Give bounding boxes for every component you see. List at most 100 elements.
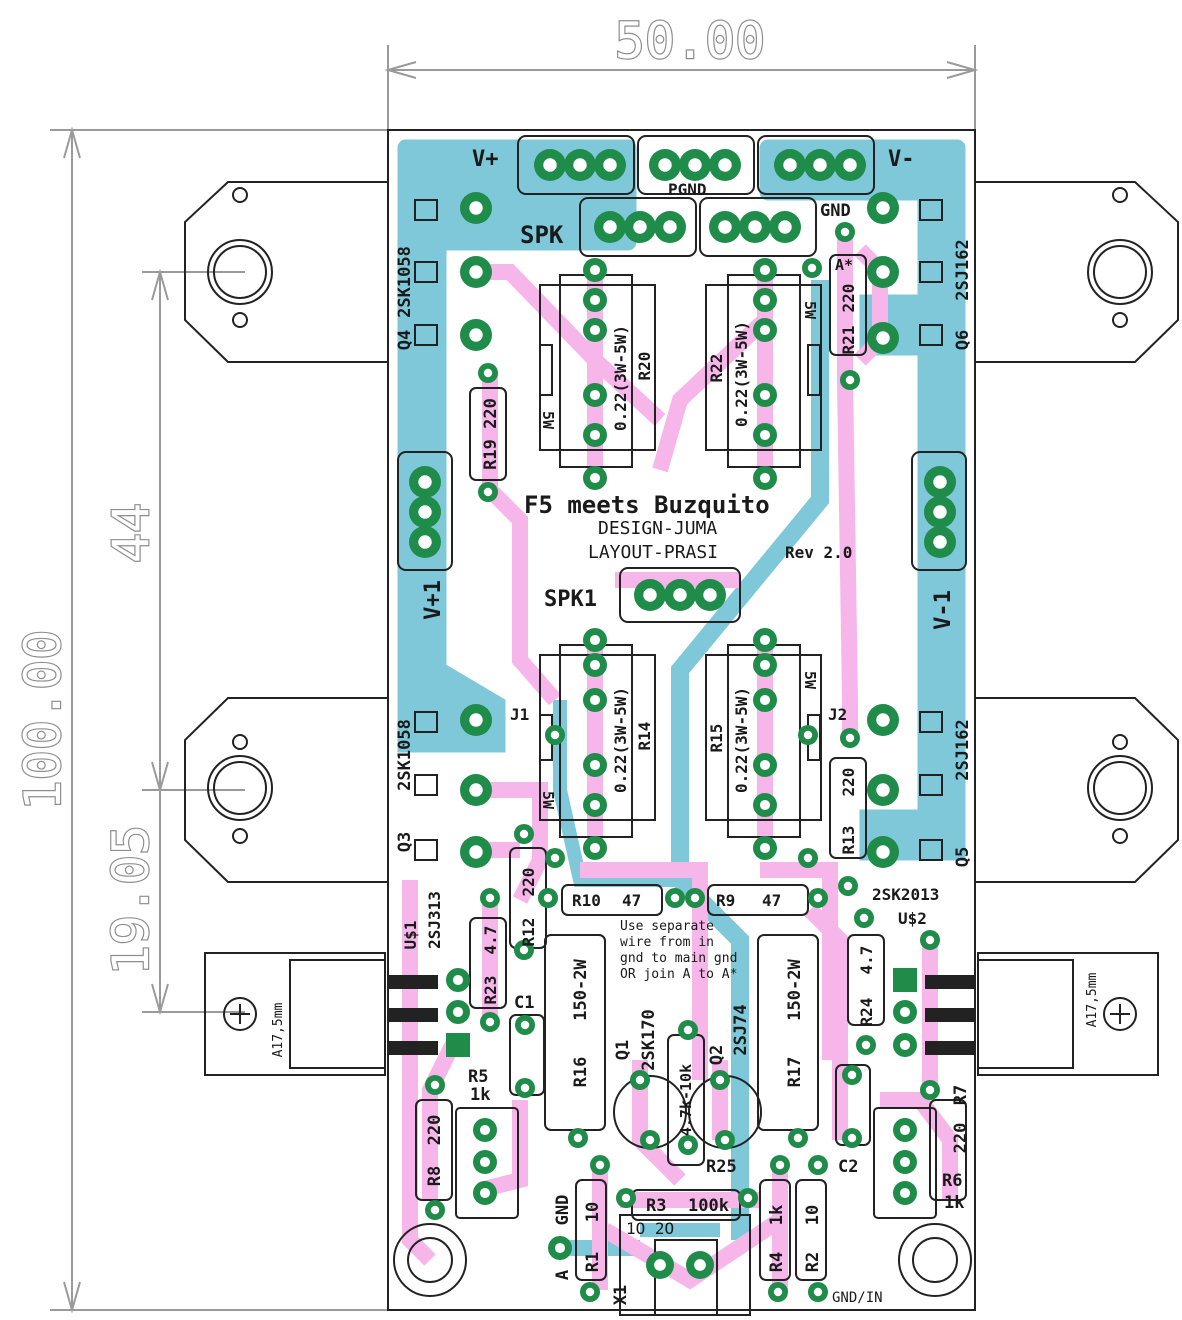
- vplus1-label: V+1: [421, 580, 446, 620]
- pad-drill-hole: [469, 783, 483, 797]
- pad-drill-hole: [621, 1193, 631, 1203]
- pad-drill-hole: [479, 1156, 491, 1168]
- pad-drill-hole: [759, 659, 771, 671]
- pad-drill-hole: [759, 324, 771, 336]
- j2-label: J2: [828, 705, 847, 724]
- r20-value-label: 0.22(3W-5W): [611, 325, 630, 431]
- pad-drill-hole: [418, 505, 432, 519]
- pad-drill-hole: [778, 220, 792, 234]
- r10-value-label: 47: [622, 891, 641, 910]
- pad-drill-hole: [589, 634, 601, 646]
- pad-drill-hole: [813, 158, 827, 172]
- pad-drill-hole: [748, 220, 762, 234]
- pad-drill-hole: [589, 294, 601, 306]
- pad-drill-hole: [783, 158, 797, 172]
- r16-value-label: 150-2W: [571, 959, 591, 1021]
- q4-type-label: 2SK1058: [395, 246, 415, 318]
- r5-label: R5: [468, 1067, 488, 1087]
- r3-value-label: 100k: [688, 1196, 729, 1216]
- r19-label: R19 220: [481, 398, 501, 470]
- q2-type-label: 2SJ74: [731, 1004, 751, 1055]
- pad-drill-hole: [803, 730, 813, 740]
- r24-value-label: 4.7: [857, 946, 876, 975]
- pad-drill-hole: [759, 389, 771, 401]
- spk1-label: SPK1: [544, 587, 597, 612]
- r8-value-label: 220: [425, 1115, 445, 1146]
- pad-drill-hole: [899, 1006, 911, 1018]
- q1-label: Q1: [613, 1040, 633, 1060]
- pad-drill-hole: [843, 158, 857, 172]
- pad-drill-hole: [589, 694, 601, 706]
- pad-drill-hole: [876, 331, 890, 345]
- pad-drill-hole: [589, 324, 601, 336]
- r1-value-label: 10: [583, 1202, 603, 1222]
- heatsink-outline-u2: [977, 952, 1159, 1076]
- mosfet-outline-q5: [944, 697, 1179, 883]
- r14-value-label: 0.22(3W-5W): [611, 687, 630, 793]
- pad-drill-hole: [899, 1124, 911, 1136]
- r2-value-label: 10: [803, 1205, 823, 1225]
- pad-drill-hole: [430, 1205, 440, 1215]
- gnd-in-label: GND/IN: [832, 1290, 883, 1306]
- r12-value-label: 220: [519, 868, 538, 897]
- r20-label: R20: [635, 352, 654, 381]
- pad-drill-hole: [759, 799, 771, 811]
- r6-label: R6: [942, 1171, 962, 1191]
- q3-label: Q3: [395, 832, 415, 852]
- solder-pads: [409, 149, 956, 1302]
- r22-label: R22: [707, 354, 726, 383]
- u2-type-label: 2SK2013: [872, 885, 939, 904]
- a-left-label: A: [553, 1270, 573, 1280]
- r15-label: R15: [707, 724, 726, 753]
- r6-value-label: 1k: [944, 1193, 964, 1213]
- a-star-label: A*: [835, 256, 853, 274]
- pad-drill-hole: [469, 265, 483, 279]
- inner-height-dimension-label: 44: [102, 503, 160, 563]
- r13-value-label: 220: [839, 768, 858, 797]
- pad-drill-hole: [840, 227, 850, 237]
- pad-drill-hole: [933, 505, 947, 519]
- pad-drill-hole: [550, 730, 560, 740]
- pad-drill-hole: [469, 713, 483, 727]
- pad-drill-hole: [933, 475, 947, 489]
- pad-drill-hole: [813, 1160, 823, 1170]
- pad-drill-hole: [845, 375, 855, 385]
- regulator-leads: [388, 975, 975, 1055]
- spk-label: SPK: [520, 221, 564, 249]
- note-line3: gnd to main gnd: [620, 951, 737, 966]
- pad-drill-hole: [899, 1039, 911, 1051]
- pad-drill-hole: [793, 1133, 803, 1143]
- pad-drill-hole: [430, 1080, 440, 1090]
- gnd-left-label: GND: [553, 1195, 573, 1226]
- pad-drill-hole: [573, 158, 587, 172]
- pad-drill-hole: [589, 659, 601, 671]
- vminus-label: V-: [888, 147, 915, 172]
- pad-drill-hole: [759, 264, 771, 276]
- u2-label: U$2: [898, 909, 927, 928]
- square-pad: [893, 968, 917, 992]
- pad-drill-hole: [603, 158, 617, 172]
- pad-drill-hole: [843, 881, 853, 891]
- u1-label: U$1: [401, 921, 420, 950]
- pad-drill-hole: [483, 368, 493, 378]
- vminus1-label: V-1: [931, 590, 956, 630]
- pad-drill-hole: [589, 472, 601, 484]
- r14-watt-label: 5W: [539, 791, 557, 810]
- pad-drill-hole: [519, 829, 529, 839]
- pad-drill-hole: [759, 294, 771, 306]
- pad-drill-hole: [759, 472, 771, 484]
- offset-dimension-label: 19.05: [102, 825, 160, 976]
- pad-drill-hole: [469, 328, 483, 342]
- pad-drill-hole: [663, 220, 677, 234]
- r5-value-label: 1k: [470, 1085, 490, 1105]
- pad-drill-hole: [847, 1133, 857, 1143]
- r4-label: R4: [767, 1252, 787, 1272]
- pad-drill-hole: [933, 535, 947, 549]
- pad-drill-hole: [673, 588, 687, 602]
- q5-label: Q5: [953, 847, 973, 867]
- pad-drill-hole: [589, 842, 601, 854]
- heatsink-right-label: A17,5mm: [1085, 972, 1100, 1027]
- pad-drill-hole: [603, 220, 617, 234]
- mosfet-outline-q6: [944, 181, 1179, 363]
- r16-label: R16: [571, 1057, 591, 1088]
